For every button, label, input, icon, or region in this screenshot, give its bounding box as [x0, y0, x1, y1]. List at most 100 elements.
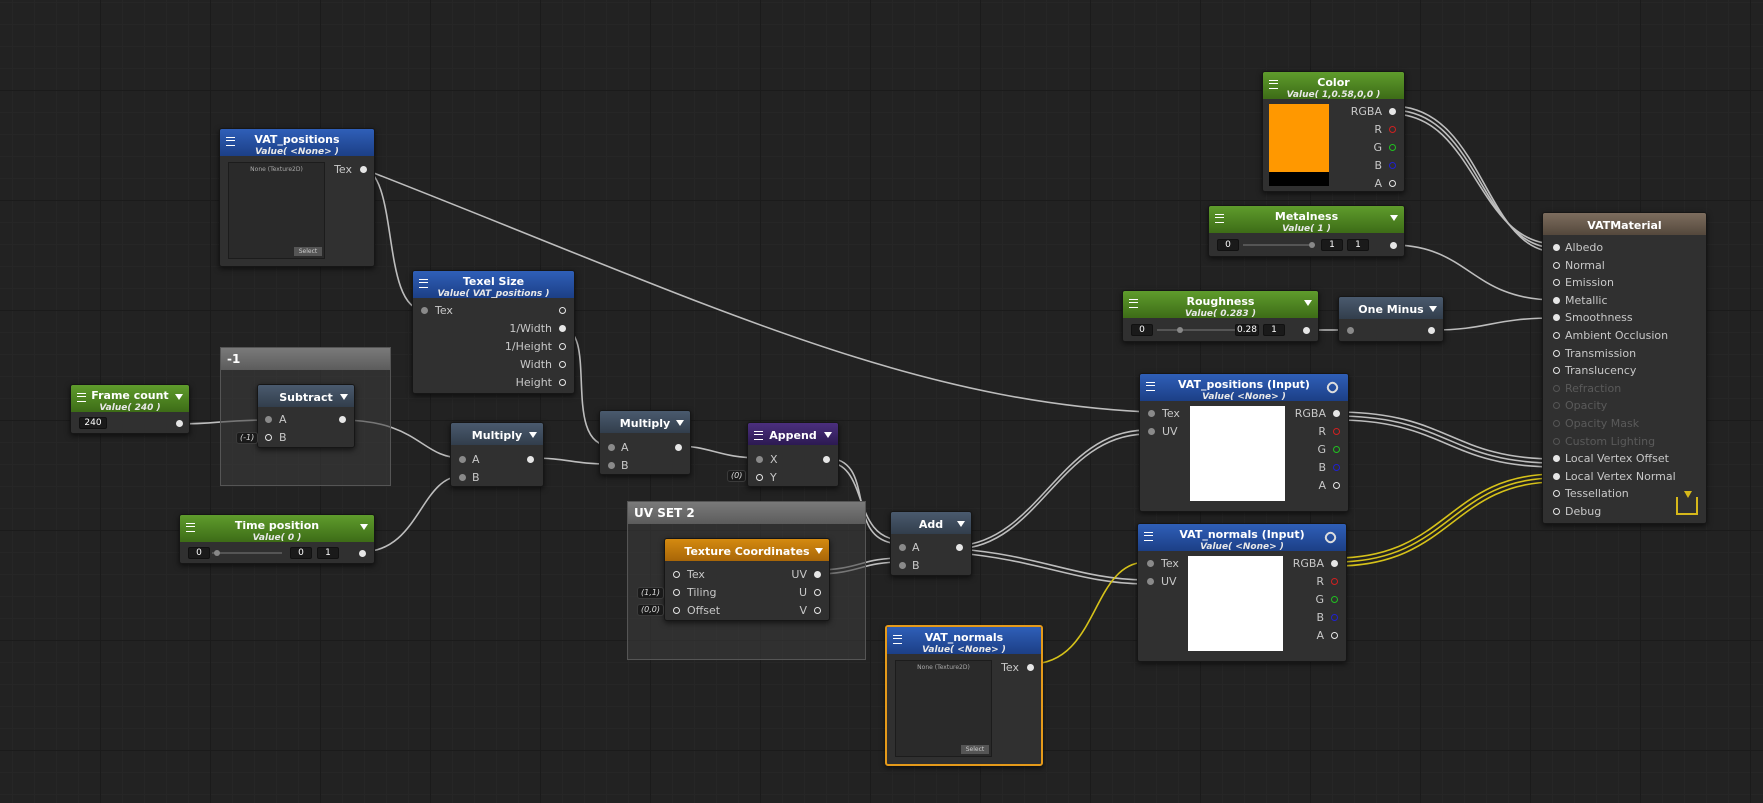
min-field[interactable]: 0 [188, 547, 210, 559]
output-pin[interactable] [559, 379, 566, 386]
node-multiply-1[interactable]: Multiply A B [450, 422, 544, 487]
output-pin[interactable] [359, 550, 366, 557]
output-pin-rgba[interactable] [1333, 410, 1340, 417]
material-input-pin[interactable] [1553, 314, 1560, 322]
output-pin-uv[interactable] [814, 571, 821, 578]
node-add[interactable]: Add A B [890, 511, 972, 576]
node-time-position[interactable]: Time position Value( 0 ) 0 0 1 [179, 514, 375, 564]
node-vat-positions[interactable]: VAT_positions Value( <None> ) None (Text… [219, 128, 375, 267]
dropdown-icon[interactable] [815, 548, 823, 554]
input-pin-tex[interactable] [1148, 410, 1155, 417]
output-pin[interactable] [1303, 327, 1310, 334]
dropdown-icon[interactable] [824, 432, 832, 438]
menu-icon[interactable] [226, 137, 235, 146]
output-pin[interactable] [1027, 664, 1034, 671]
input-pin-b[interactable] [608, 462, 615, 469]
input-pin-b[interactable] [899, 562, 906, 569]
tiling-value[interactable]: (1,1) [637, 587, 664, 599]
material-input-pin[interactable] [1553, 384, 1560, 392]
input-pin-tiling[interactable] [673, 589, 680, 596]
value-slider[interactable] [1157, 329, 1235, 331]
node-vat-normals[interactable]: VAT_normals Value( <None> ) None (Textur… [885, 625, 1043, 766]
menu-icon[interactable] [1129, 299, 1138, 308]
value-slider[interactable] [212, 552, 282, 554]
input-pin-tex[interactable] [421, 307, 428, 314]
material-input-pin[interactable] [1553, 490, 1560, 498]
max-field[interactable]: 1 [317, 547, 339, 559]
material-input-pin[interactable] [1553, 296, 1560, 304]
output-pin[interactable] [527, 456, 534, 463]
dropdown-icon[interactable] [676, 420, 684, 426]
output-pin[interactable] [559, 343, 566, 350]
material-input-pin[interactable] [1553, 279, 1560, 287]
node-multiply-2[interactable]: Multiply A B [599, 410, 691, 475]
input-pin-a[interactable] [899, 544, 906, 551]
dropdown-icon[interactable] [340, 394, 348, 400]
output-pin[interactable] [176, 420, 183, 427]
input-pin-x[interactable] [756, 456, 763, 463]
material-input-pin[interactable] [1553, 402, 1560, 410]
output-pin-a[interactable] [1331, 632, 1338, 639]
save-icon[interactable] [1676, 491, 1698, 515]
output-pin-a[interactable] [1333, 482, 1340, 489]
offset-value[interactable]: (0,0) [637, 604, 664, 616]
max-field[interactable]: 1 [1263, 324, 1285, 336]
input-pin-tex[interactable] [673, 571, 680, 578]
menu-icon[interactable] [419, 279, 428, 288]
output-pin-r[interactable] [1333, 428, 1340, 435]
texture-preview[interactable]: None (Texture2D) Select [895, 660, 992, 757]
output-pin-g[interactable] [1389, 144, 1396, 151]
dropdown-icon[interactable] [1304, 300, 1312, 306]
node-vat-normals-input[interactable]: VAT_normals (Input) Value( <None> ) Tex … [1137, 523, 1347, 662]
material-input-pin[interactable] [1553, 420, 1560, 427]
menu-icon[interactable] [1144, 532, 1153, 541]
append-y-value[interactable]: (0) [727, 470, 747, 482]
node-roughness[interactable]: Roughness Value( 0.283 ) 0 0.28 1 [1122, 290, 1319, 342]
menu-icon[interactable] [186, 523, 195, 532]
input-pin-a[interactable] [265, 416, 272, 423]
material-input-pin[interactable] [1553, 472, 1560, 480]
output-pin-rgba[interactable] [1389, 108, 1396, 115]
output-pin-a[interactable] [1389, 180, 1396, 187]
input-pin-b[interactable] [459, 474, 466, 481]
material-input-pin[interactable] [1553, 349, 1560, 357]
menu-icon[interactable] [1269, 80, 1278, 89]
node-color[interactable]: Color Value( 1,0.58,0,0 ) RGBA R G B A [1262, 71, 1405, 192]
output-pin[interactable] [360, 166, 367, 173]
cur-field[interactable]: 0 [290, 547, 312, 559]
menu-icon[interactable] [754, 431, 763, 440]
select-button[interactable]: Select [961, 745, 989, 754]
material-input-pin[interactable] [1553, 261, 1560, 269]
input-pin-uv[interactable] [1147, 578, 1154, 585]
node-texel-size[interactable]: Texel Size Value( VAT_positions ) Tex 1/… [412, 270, 575, 394]
output-pin-r[interactable] [1331, 578, 1338, 585]
material-input-pin[interactable] [1553, 437, 1560, 445]
dropdown-icon[interactable] [175, 394, 183, 400]
output-pin-b[interactable] [1389, 162, 1396, 169]
output-pin-b[interactable] [1331, 614, 1338, 621]
output-pin[interactable] [675, 444, 682, 451]
dropdown-icon[interactable] [1390, 215, 1398, 221]
input-pin-uv[interactable] [1148, 428, 1155, 435]
output-pin-b[interactable] [1333, 464, 1340, 471]
input-pin-a[interactable] [459, 456, 466, 463]
frame-count-field[interactable]: 240 [79, 417, 107, 429]
select-button[interactable]: Select [294, 247, 322, 256]
input-pin-y[interactable] [756, 474, 763, 481]
material-input-pin[interactable] [1553, 455, 1560, 463]
input-pin-offset[interactable] [673, 607, 680, 614]
output-pin[interactable] [559, 361, 566, 368]
material-input-pin[interactable] [1553, 508, 1560, 515]
min-field[interactable]: 0 [1131, 324, 1153, 336]
output-pin-u[interactable] [814, 589, 821, 596]
slider-knob[interactable] [1309, 242, 1315, 248]
dropdown-icon[interactable] [957, 521, 965, 527]
output-pin[interactable] [956, 544, 963, 551]
material-input-pin[interactable] [1553, 367, 1560, 375]
material-input-pin[interactable] [1553, 332, 1560, 339]
node-texture-coordinates[interactable]: Texture Coordinates Tex Tiling Offset UV… [664, 538, 830, 621]
output-pin-v[interactable] [814, 607, 821, 614]
dropdown-icon[interactable] [529, 432, 537, 438]
output-pin-g[interactable] [1333, 446, 1340, 453]
slider-knob[interactable] [1177, 327, 1183, 333]
